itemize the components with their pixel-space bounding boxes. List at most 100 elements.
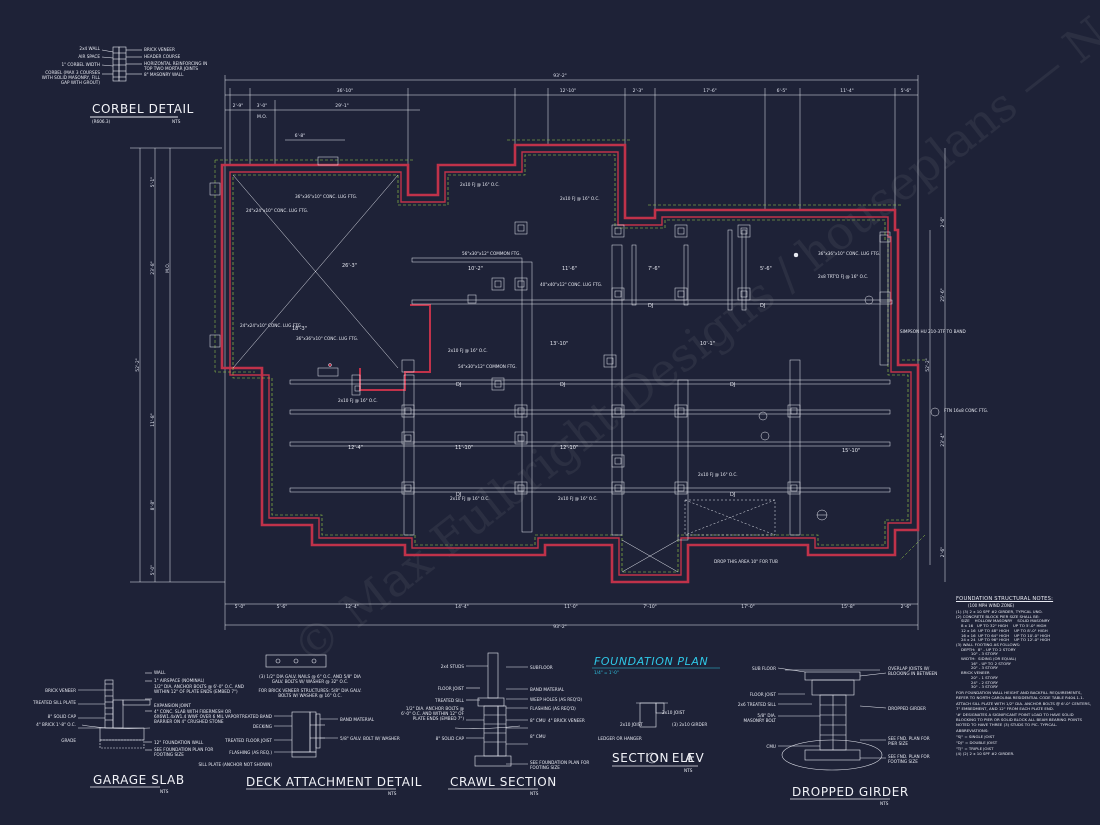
girder-callout-l4: CMU [766,744,776,749]
garage-callout-r6: SEE FOUNDATION PLAN FOR FOOTING SIZE [154,747,213,757]
deck-callout-r0: BAND MATERIAL [340,717,375,722]
dim-top-1: 36'-10" [337,88,353,94]
crawl-callout-r0: SUBFLOOR [530,665,553,670]
plan-note-12: FTN 16x8 CONC FTG. [944,408,988,413]
section-label-1: 2x10 JOIST [662,710,685,715]
plan-note-5: 2x10 FJ @ 16" O.C. [560,196,600,201]
plan-note-1: 24"x24"x10" CONC. LUG FTG. [246,208,308,213]
structural-note-item: 16 x 16 UP TO 64" HIGH UP TO 10'-0" HIGH [956,632,1051,638]
structural-notes-list: (1) (3) 2 x 10 SPF #2 GIRDER, TYPICAL UN… [956,609,1094,757]
dim-top-2: 12'-10" [560,88,576,94]
girder-title: DROPPED GIRDER [792,785,909,799]
structural-note-item: 24 x 24 UP TO 96" HIGH UP TO 12'-0" HIGH [956,637,1051,643]
structural-note-item: 20" - 3 STORY [956,665,998,671]
section-label-0: 2x10 JOIST [620,722,643,727]
crawl-callout-r4: 8" CMU [530,718,546,723]
deck-callout-l3: FLASHING (AS REQ.) [229,750,272,755]
deck-callout-l0: TREATED BAND [238,714,272,719]
dim-top-4: 17'-6" [703,88,717,94]
dim-left-5: 8'-8" [150,500,156,511]
dim-top-7: 5'-6" [901,88,912,94]
corbel-detail [90,46,178,118]
girder-callout-l3: 5/8" DIA. MASONRY BOLT [743,713,776,723]
garage-callout-l0: BRICK VENEER [45,688,76,693]
plan-note-7: 40"x40"x12" CONC. LUG FTG. [540,282,602,287]
section-label-3: (3) 2x10 GIRDER [672,722,707,727]
crawl-callout-l0: 2x4 STUDS [441,664,465,669]
dropped-girder-drawing [777,667,890,800]
girder-callout-l2: 2x6 TREATED SILL [738,702,777,707]
structural-note-item: 24" - 2 STORY [956,679,998,685]
dim-bottom-1: 5'-6" [277,604,288,610]
structural-note-item: 8 x 16 UP TO 32" HIGH UP TO 5'-0" HIGH [956,623,1047,629]
deck-callout-l1: DECKING [253,724,272,729]
girder-callout-r2: SEE FND. PLAN FOR PIER SIZE [888,736,930,746]
girder-callout-r1: DROPPED GIRDER [888,706,926,711]
dim-left-2: M.O. [165,263,171,273]
deck-callout-r1: 5/8" GALV. BOLT W/ WASHER [340,736,400,741]
structural-note-item: (4) (2) 2 x 10 SPF #2 GIRDER. [956,751,1015,757]
dim-top2-1: 3'-0" [257,103,268,109]
crawl-nts: NTS [530,791,539,796]
dim-top-6: 11'-4" [840,88,854,94]
structural-note-item: "DJ" = DOUBLE JOIST [956,740,998,746]
girder-callout-r0: OVERLAP JOISTS W/ BLOCKING IN BETWEEN [888,666,937,676]
dim-right-2: 52'-2" [925,358,931,372]
garage-callout-r4: 4" CONC. SLAB WITH FIBERMESH OR 6X6W1.4x… [154,709,239,724]
dim-right-3: 23'-4" [940,433,946,447]
dim-bottom-7: 15'-8" [841,604,855,610]
structural-note-item: WIDTH: SIDING (OR EQUAL) [956,656,1017,662]
plan-note-0: 36"x36"x10" CONC. LUG FTG. [295,194,357,199]
dim-bottom-overall: 93'-2" [553,624,567,630]
corbel-callout-l2: 1" CORBEL WIDTH [61,62,100,67]
girder-callout-l1: FLOOR JOIST [750,692,777,697]
crawl-callout-r1: BAND MATERIAL [530,687,565,692]
garage-callout-r1: 1" AIRSPACE (NOMINAL) [154,678,205,683]
corbel-title: CORBEL DETAIL [92,102,194,116]
structural-notes: FOUNDATION STRUCTURAL NOTES: (100 MPH WI… [956,596,1094,820]
corbel-callout-l3: CORBEL (MAX 3 COURSES WITH SOLID MASONRY… [42,70,100,85]
girder-callout-r3: SEE FND. PLAN FOR FOOTING SIZE [888,754,930,764]
plan-title: FOUNDATION PLAN [594,655,708,668]
dim-top-3: 2'-3" [633,88,644,94]
section-nts: NTS [684,768,693,773]
structural-note-item: (3) WALL FOOTING AS FOLLOWS: [956,641,1021,647]
plan-note-8: 54"x30"x12" COMMON FTG. [458,364,517,369]
crawl-callout-r7: SEE FOUNDATION PLAN FOR FOOTING SIZE [530,760,589,770]
garage-area-lines [232,174,679,573]
crawl-section-drawing [448,652,538,790]
piers [209,156,891,536]
garage-title: GARAGE SLAB [93,773,185,787]
room-dim-1: 18'-3" [292,326,307,332]
garage-callout-r3: EXPANSION JOINT [154,703,191,708]
deck-detail-drawing [246,654,396,790]
dj-label-3: DJ [456,492,461,498]
girder-callout-l0: SUB FLOOR [752,666,776,671]
section-label-2: LEDGER OR HANGER [598,736,642,741]
garage-slab-drawing [78,672,160,788]
crawl-callout-r5: 4" BRICK VENEER [548,718,585,723]
deck-callout-l2: TREATED FLOOR JOIST [224,738,272,743]
crawl-callout-r2: WEEP HOLES (AS REQ'D) [530,697,582,702]
structural-note-item: '#' DESIGNATES A SIGNIFICANT POINT LOAD … [956,712,1084,727]
plan-note-4: 2x10 FJ @ 16" O.C. [460,182,500,187]
dj-label-5: DJ [648,303,653,309]
corbel-callout-r1: HEADER COURSE [144,54,181,59]
room-dim-6: 12'-4" [348,445,363,451]
plan-dimension-lines [130,75,946,630]
plan-note-11: SIMPSON HU 210-3TF TO BAND [900,329,966,334]
structural-note-item: 10" - 3 STORY [956,651,998,657]
dj-label-6: DJ [760,303,765,309]
dim-top2-3: M.O. [257,114,267,120]
dim-bottom-5: 7'-10" [643,604,657,610]
structural-note-item: DEPTH: 8" - UP TO 2 STORY [956,646,1016,652]
dim-left-1: 23'-8" [150,261,156,275]
dj-label-2: DJ [730,382,735,388]
plan-note-18: 2x10 FJ @ 16" O.C. [450,496,490,501]
plan-note-14: 2x10 FJ @ 16" O.C. [338,398,378,403]
structural-note-item: ATTACH SILL PLATE WITH 1/2" DIA. ANCHOR … [956,701,1093,712]
corbel-callout-l0: 2x4 WALL [79,46,100,51]
room-dim-8: 15'-10" [842,448,860,454]
plan-note-2: 24"x24"x10" CONC. LUG FTG. [240,323,302,328]
dim-top-5: 6'-5" [777,88,788,94]
